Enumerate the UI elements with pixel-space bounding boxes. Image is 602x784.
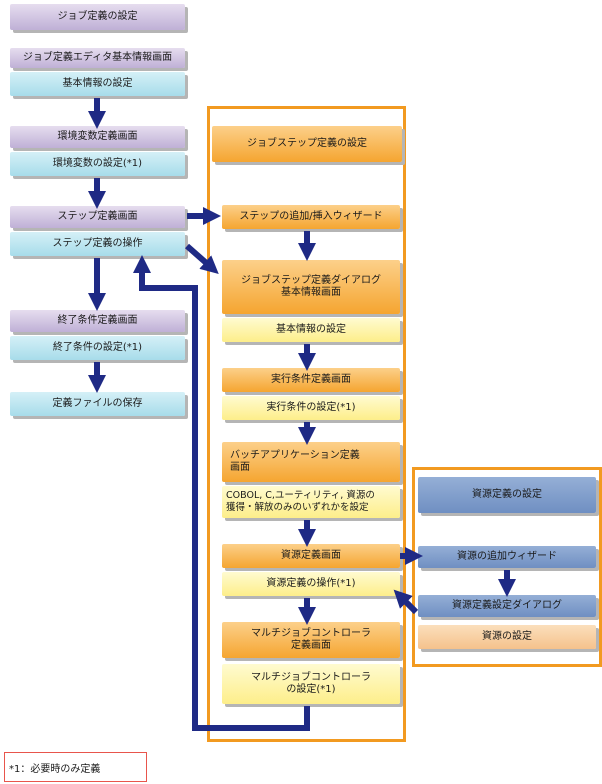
resource-frame [412,467,602,667]
cobol-box: COBOL, C,ユーティリティ, 資源の 獲得・解放のみのいずれかを設定 [222,486,400,518]
batch-screen-box: バッチアプリケーション定義 画面 [222,442,400,482]
res-op-box: 資源定義の操作(*1) [222,572,400,596]
end-set-box: 終了条件の設定(*1) [10,336,185,360]
editor-screen-box: ジョブ定義エディタ基本情報画面 [10,48,185,68]
wizard-box: ステップの追加/挿入ウィザード [222,205,400,229]
basic-info-box: 基本情報の設定 [10,72,185,96]
env-set-box: 環境変数の設定(*1) [10,152,185,176]
res-dialog-box: 資源定義設定ダイアログ [418,595,596,617]
jobstep-box: ジョブステップ定義の設定 [212,126,402,162]
step-screen-box: ステップ定義画面 [10,206,185,228]
basic-set-box: 基本情報の設定 [222,318,400,342]
multi-screen-box: マルチジョブコントローラ 定義画面 [222,622,400,658]
res-set-box: 資源の設定 [418,625,596,649]
res-def-box: 資源定義の設定 [418,477,596,513]
multi-set-box: マルチジョブコントローラ の設定(*1) [222,664,400,704]
exec-screen-box: 実行条件定義画面 [222,368,400,392]
footnote: *1：必要時のみ定義 [4,752,147,782]
step-op-box: ステップ定義の操作 [10,232,185,256]
end-screen-box: 終了条件定義画面 [10,310,185,332]
dialog-box: ジョブステップ定義ダイアログ 基本情報画面 [222,260,400,314]
env-screen-box: 環境変数定義画面 [10,126,185,148]
exec-set-box: 実行条件の設定(*1) [222,396,400,420]
job-def-box: ジョブ定義の設定 [10,4,185,30]
res-screen-box: 資源定義画面 [222,544,400,568]
res-wizard-box: 資源の追加ウィザード [418,546,596,568]
save-box: 定義ファイルの保存 [10,392,185,416]
